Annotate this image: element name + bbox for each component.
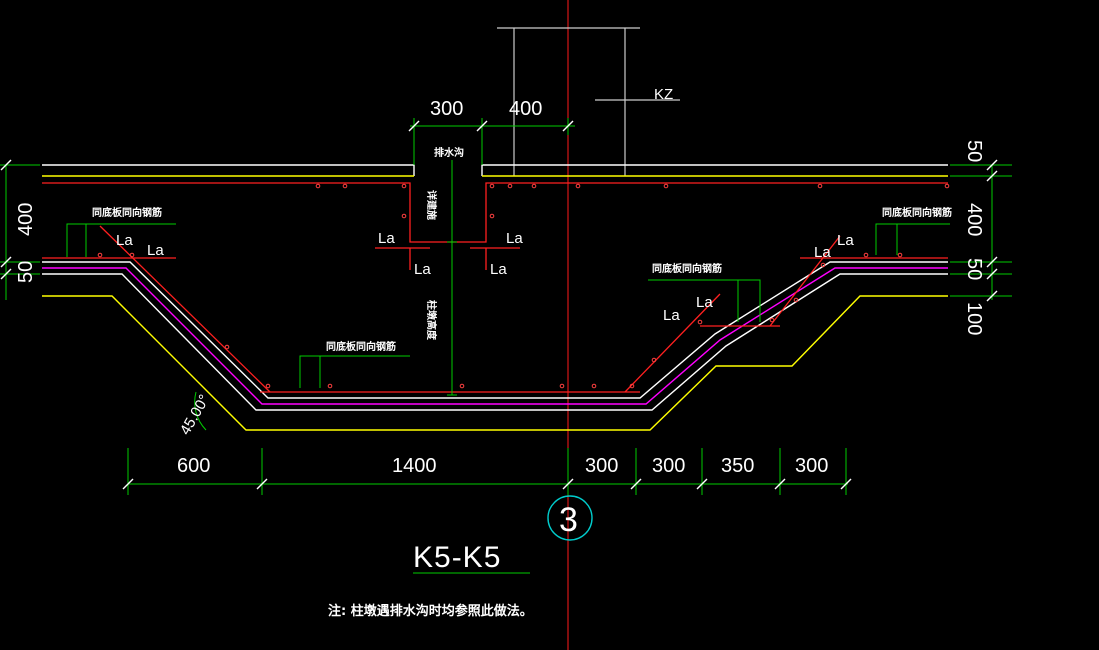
rebar-note-right-top: 同底板同向钢筋 [882,206,952,219]
drawing-note: 注: 柱墩遇排水沟时均参照此做法。 [328,603,533,619]
drain-vertical-note: 详建施 [425,190,438,220]
dim-right-400: 400 [963,203,985,236]
drain-label: 排水沟 [434,146,464,159]
dim-bottom-300b: 300 [652,455,685,477]
angle-label: 45.00° [177,392,213,438]
la-label: La [414,261,431,278]
la-label: La [663,307,680,324]
dim-right-100: 100 [963,302,985,335]
angle-arc [194,391,207,431]
dim-bottom-300c: 300 [795,455,828,477]
la-label: La [696,294,713,311]
la-label: La [490,261,507,278]
column-label: KZ [654,86,673,103]
annotation-leaders [66,160,950,396]
la-label: La [147,242,164,259]
rebar-note-left: 同底板同向钢筋 [92,206,162,219]
section-number: 3 [559,501,578,539]
rebar-lines [42,182,948,393]
dim-bottom-1400: 1400 [392,455,437,477]
dimension-lines [0,118,1012,495]
depth-vertical-note: 柱墩高度 [425,300,438,341]
slab-top-lines [42,164,948,177]
rebar-note-bottom: 同底板同向钢筋 [326,340,396,353]
dim-right-50a: 50 [963,140,985,162]
dim-left-400: 400 [15,203,37,236]
la-label: La [506,230,523,247]
dim-bottom-300a: 300 [585,455,618,477]
la-label: La [814,244,831,261]
column-kz [497,27,680,176]
dim-left-50: 50 [15,261,37,283]
section-title: K5-K5 [413,541,501,574]
section-bubble [547,495,593,541]
dim-top-400: 400 [509,98,542,120]
dimension-ticks [0,120,998,490]
dim-right-50b: 50 [963,258,985,280]
la-label: La [378,230,395,247]
dim-bottom-600: 600 [177,455,210,477]
dim-top-300: 300 [430,98,463,120]
la-label: La [116,232,133,249]
la-label: La [837,232,854,249]
rebar-dots [97,183,950,389]
rebar-note-right-mid: 同底板同向钢筋 [652,262,722,275]
pit-outline-layers [42,261,948,431]
dim-bottom-350: 350 [721,455,754,477]
